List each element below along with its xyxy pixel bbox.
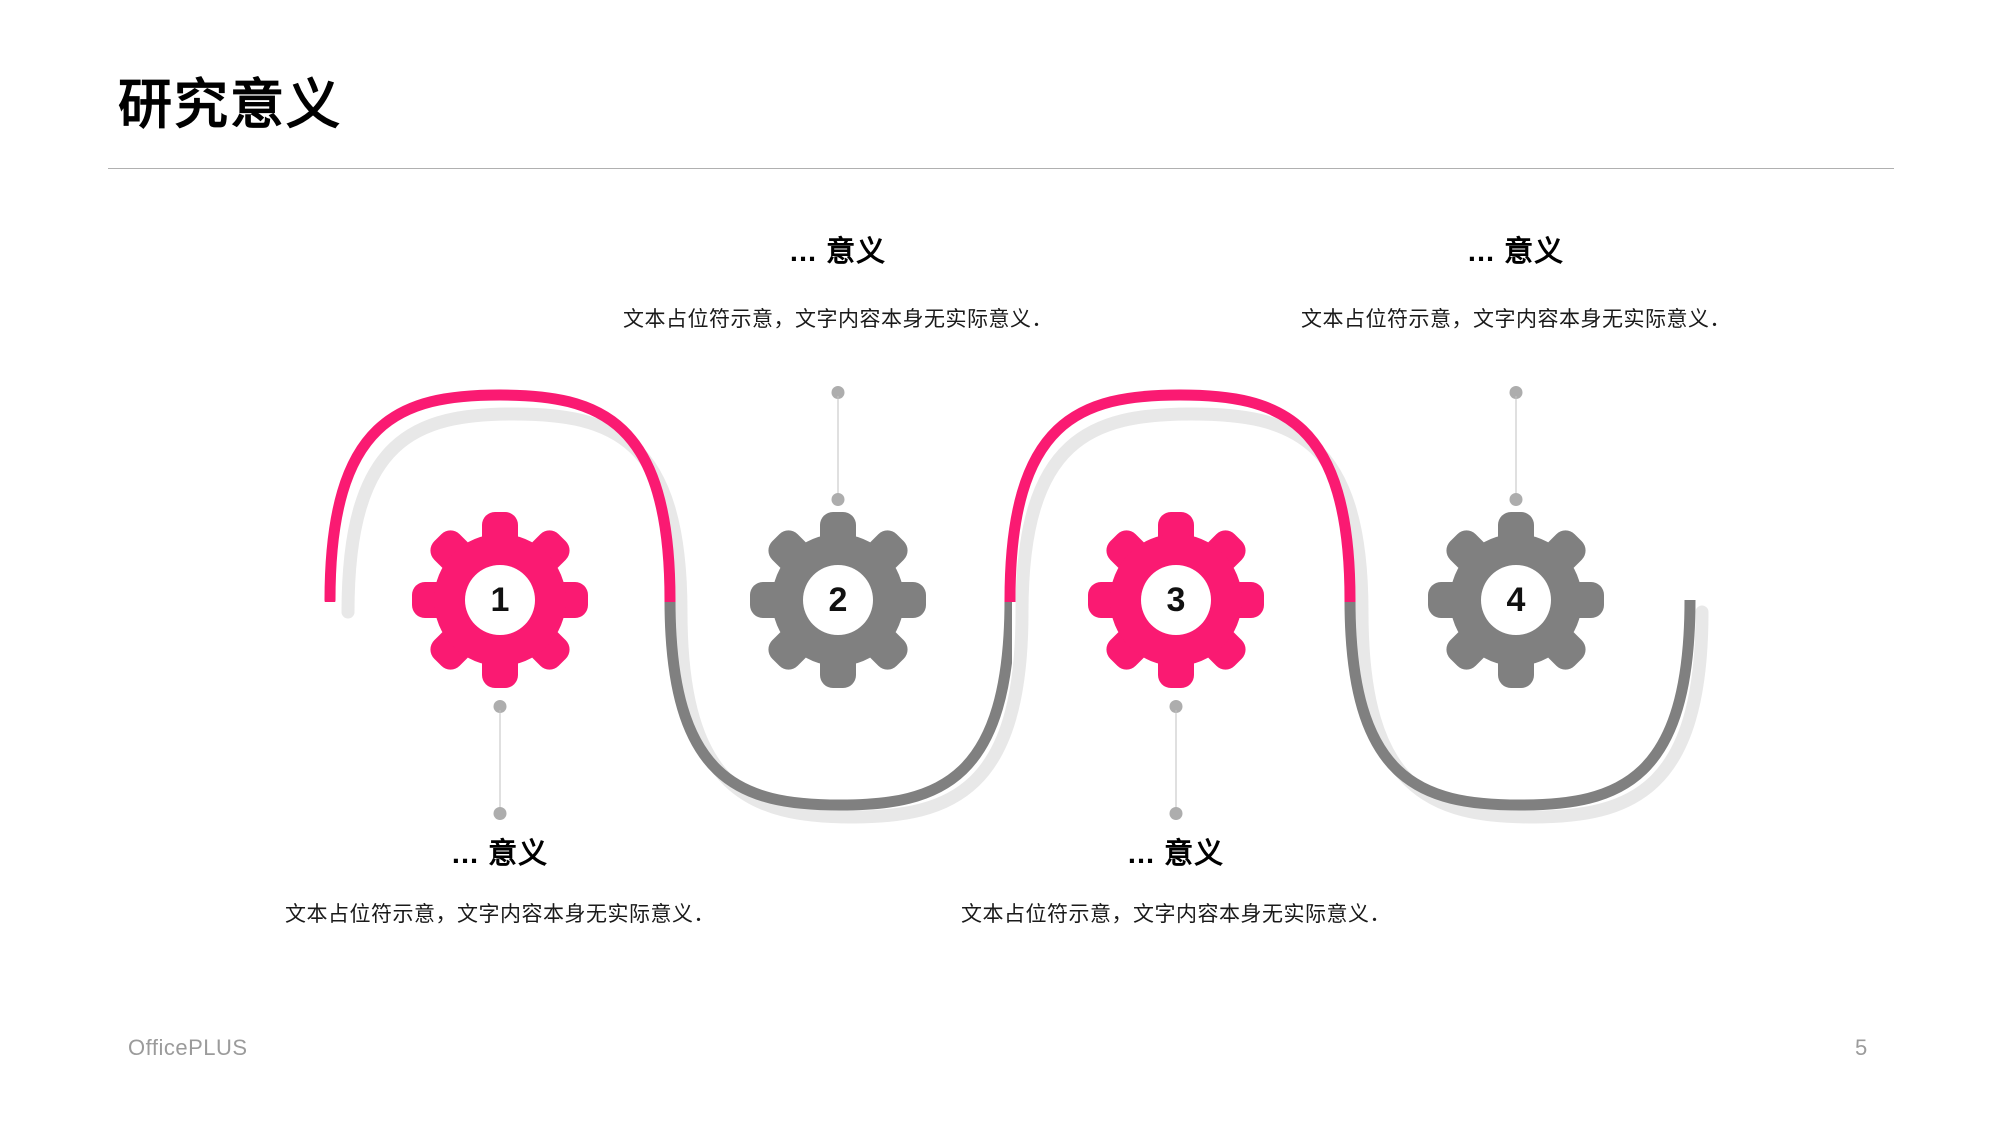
connector-dot-bottom: [1169, 807, 1183, 820]
connector-3: [1169, 700, 1183, 820]
connector-dot-top: [493, 700, 507, 713]
footer-page-number: 5: [1855, 1035, 1868, 1060]
gear-number: 4: [1506, 580, 1526, 619]
item-body-1: 文本占位符示意，文字内容本身无实际意义．: [285, 903, 715, 926]
connector-dot-bottom: [831, 493, 845, 506]
item-title-3: ... 意义: [1127, 838, 1225, 870]
gear-icon: [1088, 512, 1264, 688]
item-body-2: 文本占位符示意，文字内容本身无实际意义．: [623, 308, 1053, 331]
gear-2[interactable]: 2: [748, 510, 928, 690]
gear-4[interactable]: 4: [1426, 510, 1606, 690]
connector-1: [493, 700, 507, 820]
gear-icon: [750, 512, 926, 688]
gear-number: 3: [1166, 580, 1186, 619]
item-body-3: 文本占位符示意，文字内容本身无实际意义．: [961, 903, 1391, 926]
page-title: 研究意义: [118, 75, 342, 135]
gear-number: 1: [490, 580, 510, 619]
footer-brand: OfficePLUS: [128, 1035, 248, 1060]
item-title-2: ... 意义: [789, 236, 887, 268]
connector-line: [837, 396, 839, 496]
item-title-4: ... 意义: [1467, 236, 1565, 268]
title-divider: [108, 168, 1894, 169]
connector-2: [831, 386, 845, 506]
item-title-1: ... 意义: [451, 838, 549, 870]
gear-3[interactable]: 3: [1086, 510, 1266, 690]
connector-line: [1175, 710, 1177, 810]
item-body-4: 文本占位符示意，文字内容本身无实际意义．: [1301, 308, 1731, 331]
gear-number: 2: [828, 580, 848, 619]
connector-4: [1509, 386, 1523, 506]
connector-line: [499, 710, 501, 810]
connector-line: [1515, 396, 1517, 496]
connector-dot-top: [831, 386, 845, 399]
connector-dot-top: [1509, 386, 1523, 399]
connector-dot-bottom: [493, 807, 507, 820]
connector-dot-bottom: [1509, 493, 1523, 506]
connector-dot-top: [1169, 700, 1183, 713]
gear-1[interactable]: 1: [410, 510, 590, 690]
